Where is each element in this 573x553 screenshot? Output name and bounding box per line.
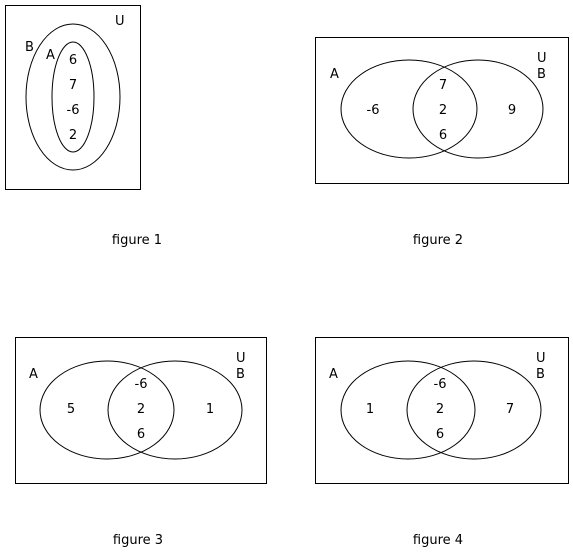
figure-caption: figure 1 — [112, 233, 162, 248]
set-a-label: A — [330, 67, 339, 82]
element-intersection: 2 — [137, 402, 145, 417]
figure-caption: figure 2 — [413, 233, 463, 248]
set-a-ellipse — [39, 360, 175, 460]
set-a-ellipse — [51, 41, 95, 153]
universe-label: U — [236, 351, 246, 366]
universe-box — [5, 5, 141, 190]
figure-1: U B A 6 7 -6 2 figure 1 — [5, 5, 162, 248]
set-b-ellipse — [406, 360, 542, 460]
element-only-a: 5 — [67, 402, 75, 417]
set-b-ellipse — [107, 360, 243, 460]
element-only-b: 1 — [206, 402, 214, 417]
universe-box — [15, 337, 267, 484]
element: -6 — [67, 103, 80, 118]
element-intersection: 6 — [439, 128, 447, 143]
element-only-b: 7 — [506, 402, 514, 417]
set-a-label: A — [29, 367, 38, 382]
set-a-ellipse — [340, 59, 478, 159]
universe-box — [315, 337, 569, 484]
figure-caption: figure 3 — [113, 533, 163, 548]
element-only-a: 1 — [366, 402, 374, 417]
universe-label: U — [536, 351, 546, 366]
element-intersection: 7 — [439, 78, 447, 93]
element-intersection: 2 — [436, 402, 444, 417]
element-intersection: 2 — [439, 103, 447, 118]
set-b-ellipse — [412, 59, 544, 159]
universe-box — [315, 37, 569, 184]
figure-caption: figure 4 — [413, 533, 463, 548]
element: 2 — [69, 128, 77, 143]
set-b-ellipse — [25, 23, 121, 171]
figure-3: U A B 5 -6 2 6 1 figure 3 — [15, 337, 267, 548]
element-only-b: 9 — [508, 103, 516, 118]
figure-2: U A B -6 7 2 6 9 figure 2 — [315, 37, 569, 248]
figure-4: U A B 1 -6 2 6 7 figure 4 — [315, 337, 569, 548]
element: 7 — [69, 78, 77, 93]
element: 6 — [69, 53, 77, 68]
set-a-ellipse — [340, 360, 476, 460]
set-b-label: B — [536, 367, 545, 382]
set-b-label: B — [537, 67, 546, 82]
element-intersection: -6 — [434, 377, 447, 392]
element-intersection: 6 — [137, 427, 145, 442]
set-a-label: A — [46, 48, 55, 63]
element-intersection: -6 — [135, 377, 148, 392]
element-intersection: 6 — [436, 427, 444, 442]
set-a-label: A — [329, 367, 338, 382]
set-b-label: B — [236, 367, 245, 382]
set-b-label: B — [25, 40, 34, 55]
universe-label: U — [115, 14, 125, 29]
universe-label: U — [537, 51, 547, 66]
element-only-a: -6 — [367, 103, 380, 118]
